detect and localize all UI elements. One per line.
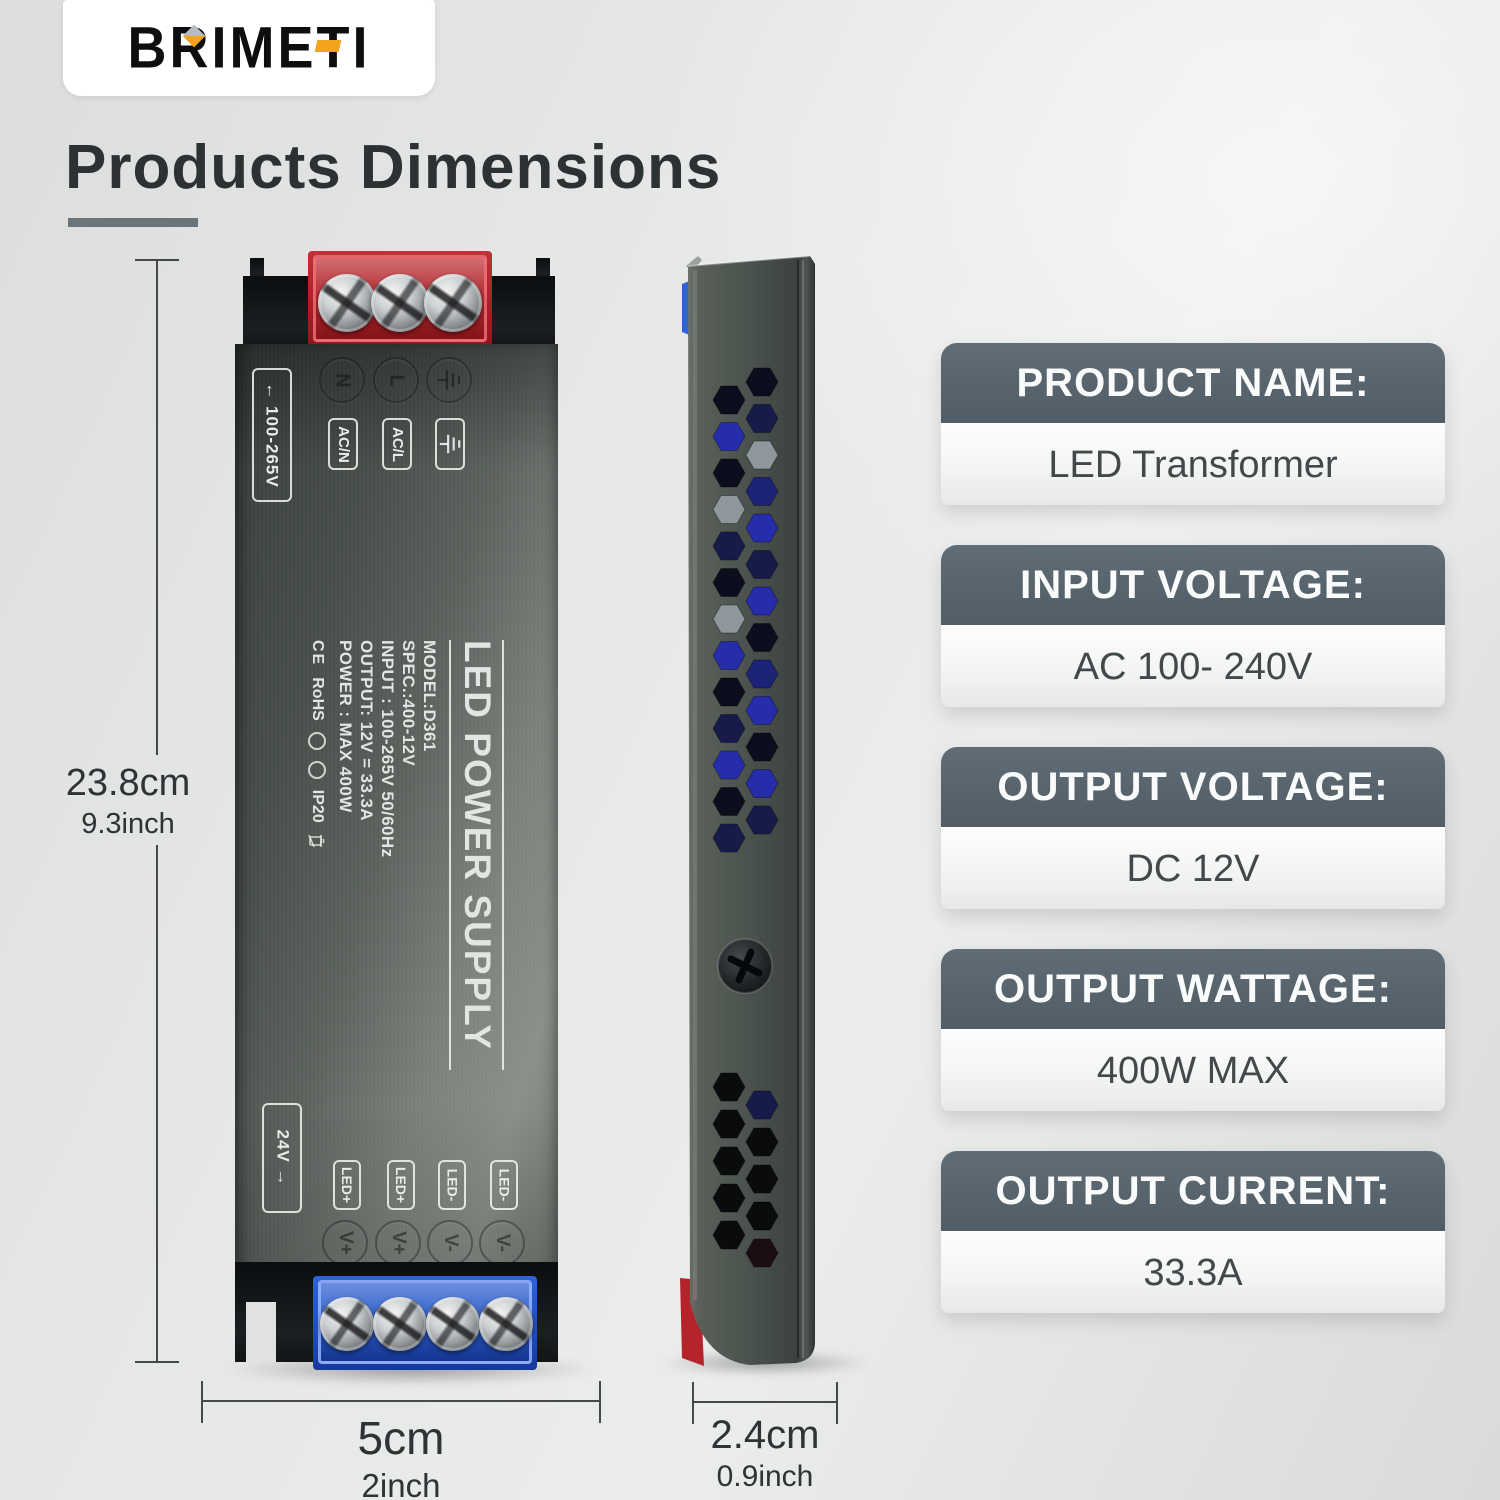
output-terminal-led2: LED+: [387, 1160, 415, 1210]
spec-card-output-wattage: OUTPUT WATTAGE: 400W MAX: [941, 949, 1445, 1111]
spec-label: PRODUCT NAME:: [941, 343, 1445, 423]
page-title: Products Dimensions: [65, 133, 722, 202]
terminal-screw: [320, 1297, 374, 1351]
cert-circle-icon: [308, 760, 326, 779]
depth-dimension-label: 2.4cm 0.9inch: [665, 1412, 865, 1495]
terminal-mark-n: N: [319, 357, 365, 403]
output-mark-v3: V-: [427, 1220, 473, 1266]
spec-label: OUTPUT WATTAGE:: [941, 949, 1445, 1029]
output-mark-v2: V+: [375, 1220, 421, 1266]
input-range-label: ← 100-265V: [263, 382, 283, 488]
spec-value: 400W MAX: [941, 1029, 1445, 1111]
terminal-screw: [371, 274, 429, 332]
output-mark-v1: V+: [322, 1220, 368, 1266]
input-range-box: ← 100-265V: [252, 368, 292, 502]
width-dimension-label: 5cm 2inch: [301, 1412, 501, 1500]
label-spec: SPEC.:400-12V: [399, 640, 418, 767]
mount-tab-left: [250, 258, 264, 280]
dc-terminal-block: [313, 1276, 537, 1370]
output-terminal-led3: LED-: [438, 1160, 466, 1210]
side-view-vents: [712, 367, 779, 1268]
bottom-cap-notch: [246, 1302, 276, 1362]
width-dim-line: [202, 1400, 600, 1402]
side-top-edge-highlight: [687, 255, 811, 267]
output-terminal-led4: LED-: [490, 1160, 518, 1210]
terminal-screw: [373, 1297, 427, 1351]
terminal-mark-ground: [426, 357, 472, 403]
height-dim-line-lower: [156, 845, 158, 1363]
depth-dim-line: [693, 1401, 838, 1403]
cert-circle-icon: [308, 731, 326, 750]
label-power: POWER : MAX 400W: [336, 640, 355, 813]
height-dimension-label: 23.8cm 9.3inch: [28, 762, 228, 841]
terminal-mark-l: L: [373, 357, 419, 403]
crossed-bin-icon: [308, 834, 325, 848]
width-inch: 2inch: [361, 1466, 441, 1500]
spec-value: DC 12V: [941, 827, 1445, 909]
label-model: MODEL:D361: [420, 640, 439, 752]
output-terminal-led1: LED+: [333, 1160, 361, 1210]
depth-inch: 0.9inch: [716, 1460, 814, 1493]
width-cm: 5cm: [357, 1412, 445, 1464]
power-supply-front-view: ← 100-265V N L AC/N AC/L: [232, 246, 562, 1376]
front-body: [235, 344, 558, 1292]
height-cm: 23.8cm: [65, 762, 191, 804]
spec-label: INPUT VOLTAGE:: [941, 545, 1445, 625]
output-range-label: 24V →: [273, 1129, 293, 1187]
label-certifications: CE RoHS IP20: [308, 640, 326, 1070]
label-output: OUTPUT: 12V = 33.3A: [357, 640, 376, 821]
spec-value: 33.3A: [941, 1231, 1445, 1313]
power-supply-side-view: [680, 255, 815, 1366]
height-dim-top-tick: [135, 259, 179, 261]
label-title: LED POWER SUPPLY: [449, 640, 504, 1070]
spec-card-output-current: OUTPUT CURRENT: 33.3A: [941, 1151, 1445, 1313]
input-terminal-acl: AC/L: [382, 418, 412, 470]
rohs-mark: RoHS: [309, 677, 326, 721]
mount-tab-right: [536, 258, 550, 280]
width-dim-right-tick: [599, 1381, 601, 1423]
spec-value: LED Transformer: [941, 423, 1445, 505]
output-mark-v4: V-: [479, 1220, 525, 1266]
brand-logo: BRIMETI: [63, 0, 435, 96]
spec-card-product-name: PRODUCT NAME: LED Transformer: [941, 343, 1445, 505]
spec-card-input-voltage: INPUT VOLTAGE: AC 100- 240V: [941, 545, 1445, 707]
label-input: INPUT : 100-265V 50/60Hz: [378, 640, 397, 858]
terminal-screw: [426, 1297, 480, 1351]
spec-card-output-voltage: OUTPUT VOLTAGE: DC 12V: [941, 747, 1445, 909]
title-underline: [68, 218, 198, 227]
height-dim-bottom-tick: [135, 1361, 179, 1363]
front-body-shading: [235, 344, 558, 1292]
terminal-screw: [479, 1297, 533, 1351]
product-label-panel: LED POWER SUPPLY MODEL:D361 SPEC.:400-12…: [308, 640, 504, 1070]
ac-terminal-block: [308, 251, 492, 348]
ground-icon: [439, 434, 461, 454]
spec-label: OUTPUT VOLTAGE:: [941, 747, 1445, 827]
terminal-screw: [424, 274, 482, 332]
spec-label: OUTPUT CURRENT:: [941, 1151, 1445, 1231]
input-terminal-acn: AC/N: [328, 418, 358, 470]
ground-icon: [438, 370, 461, 390]
side-screw-slot: [727, 948, 763, 984]
spec-value: AC 100- 240V: [941, 625, 1445, 707]
height-inch: 9.3inch: [81, 807, 175, 840]
output-range-box: 24V →: [262, 1103, 302, 1213]
label-spec-lines: MODEL:D361 SPEC.:400-12V INPUT : 100-265…: [335, 640, 440, 1070]
depth-dim-left-tick: [692, 1382, 694, 1424]
ip-rating: IP20: [309, 789, 326, 823]
input-terminal-ground: [435, 418, 465, 470]
ce-mark: CE: [309, 640, 326, 667]
depth-cm: 2.4cm: [710, 1413, 820, 1457]
height-dim-line-upper: [156, 261, 158, 755]
logo-accent-bar: [314, 40, 342, 52]
depth-dim-right-tick: [836, 1382, 838, 1424]
terminal-screw: [318, 274, 376, 332]
width-dim-left-tick: [201, 1381, 203, 1423]
